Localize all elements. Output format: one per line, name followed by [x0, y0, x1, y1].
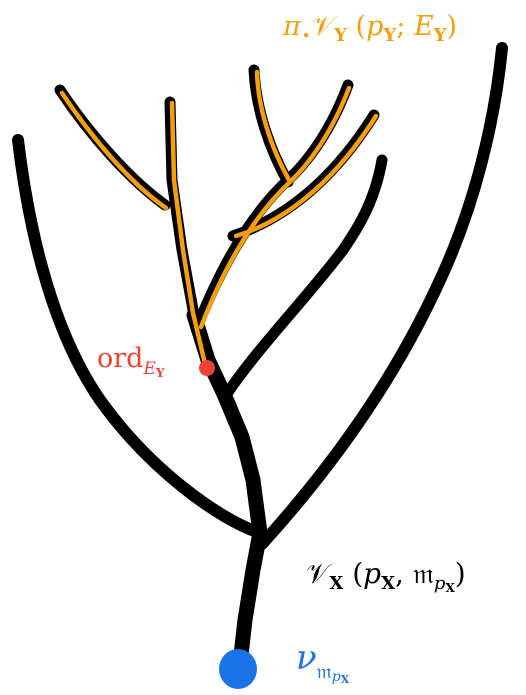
tree-right-branch [262, 48, 502, 544]
ord-label: ordEY [97, 343, 165, 380]
tree-inner-right-stem [198, 85, 348, 325]
tree-left-branch [18, 140, 260, 533]
subtree-label: π•𝒱Y (pY; EY) [282, 11, 457, 46]
root-label: ν𝔪pX [296, 638, 350, 686]
tree-inner-left-twig [60, 90, 165, 205]
root-point [219, 649, 257, 689]
ord-point [199, 360, 215, 376]
main-label: 𝒱X (pX, 𝔪pX) [306, 557, 466, 595]
